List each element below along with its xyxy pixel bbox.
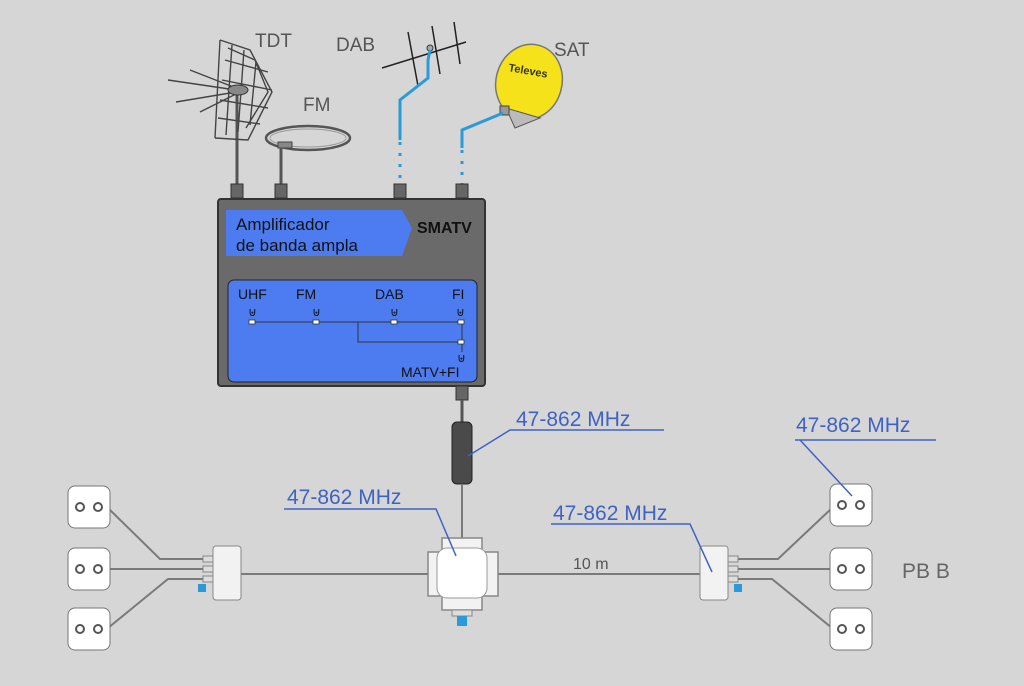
wall-outlet — [67, 547, 111, 591]
input-label-dab: DAB — [375, 286, 404, 302]
distance-label: 10 m — [573, 556, 609, 573]
sat-dish-icon: Televes — [460, 43, 564, 184]
tdt-antenna-icon — [167, 39, 273, 185]
output-filter — [451, 385, 473, 538]
freq-label-splitter: 47-862 MHz — [287, 486, 401, 509]
callout-lines — [284, 429, 936, 573]
freq-label-far-right: 47-862 MHz — [796, 414, 910, 437]
amplifier-title-line1: Amplificador — [236, 215, 330, 234]
amplifier-model: SMATV — [417, 220, 472, 237]
tdt-label: TDT — [255, 31, 292, 52]
fm-antenna-icon — [264, 124, 352, 186]
fm-label: FM — [303, 95, 330, 116]
sat-label: SAT — [554, 40, 590, 61]
svg-text:⊎: ⊎ — [248, 305, 257, 319]
input-label-fm: FM — [296, 286, 316, 302]
left-tap — [107, 507, 242, 629]
wall-outlet — [67, 485, 111, 529]
freq-label-cable: 47-862 MHz — [516, 408, 630, 431]
input-label-uhf: UHF — [238, 286, 267, 302]
wall-outlet — [829, 547, 873, 591]
right-tap — [699, 507, 833, 629]
freq-label-right-tap: 47-862 MHz — [553, 502, 667, 525]
amplifier-title-line2: de banda ampla — [236, 236, 358, 255]
svg-text:⊎: ⊎ — [457, 351, 466, 365]
wall-outlet — [829, 607, 873, 651]
svg-text:⊎: ⊎ — [456, 305, 465, 319]
dab-antenna-icon — [381, 21, 467, 182]
input-connectors — [230, 183, 469, 199]
floor-label: PB B — [902, 560, 950, 583]
central-splitter — [240, 537, 700, 626]
output-label: MATV+FI — [401, 364, 459, 380]
wall-outlet — [829, 483, 873, 527]
input-label-fi: FI — [452, 286, 464, 302]
svg-text:⊎: ⊎ — [390, 305, 399, 319]
dab-label: DAB — [336, 35, 375, 56]
smatv-amplifier: ⊎ ⊎ ⊎ ⊎ ⊎ — [217, 198, 486, 387]
wall-outlet — [67, 607, 111, 651]
svg-text:⊎: ⊎ — [312, 305, 321, 319]
